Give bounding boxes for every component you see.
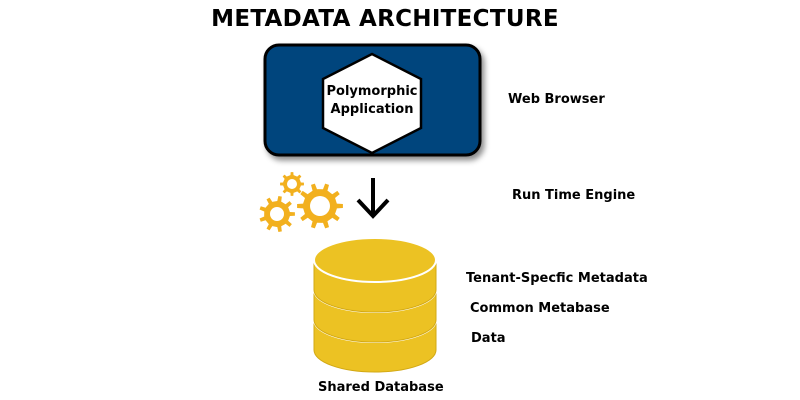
diagram-title: METADATA ARCHITECTURE <box>211 6 559 32</box>
web-browser-label: Web Browser <box>508 92 605 107</box>
tenant-metadata-label: Tenant-Specfic Metadata <box>466 271 648 286</box>
application-label-line2: Application <box>330 102 414 117</box>
shared-database-label: Shared Database <box>318 380 444 395</box>
database-layer <box>313 237 437 313</box>
run-time-engine-label: Run Time Engine <box>512 188 636 203</box>
gear-icon <box>259 172 343 232</box>
gear-hole <box>287 179 297 189</box>
gear-hole <box>270 207 284 221</box>
application-label-line1: Polymorphic <box>326 84 418 99</box>
down-arrow-icon <box>356 178 390 219</box>
database-icon <box>313 237 437 373</box>
application-hexagon <box>321 52 423 155</box>
gear-hole <box>310 196 330 216</box>
common-metabase-label: Common Metabase <box>470 301 610 316</box>
data-label: Data <box>471 331 506 346</box>
